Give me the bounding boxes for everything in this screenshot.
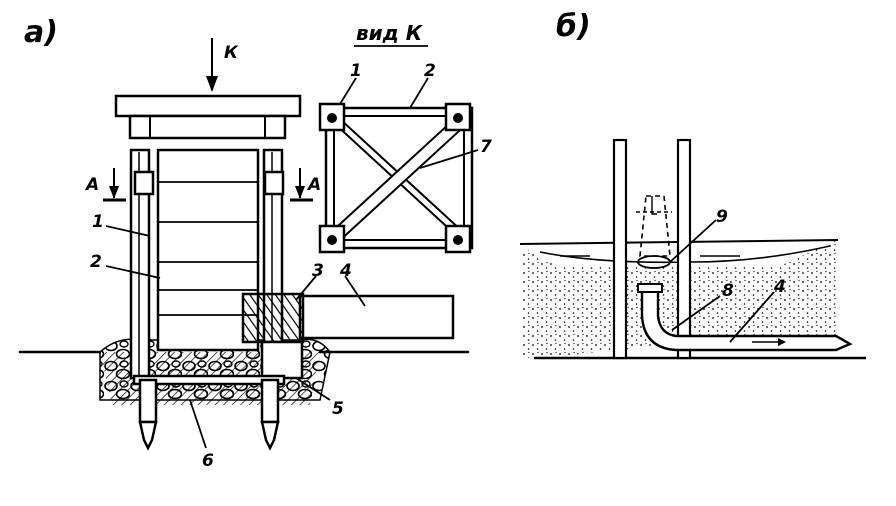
callout-view-2: 2 — [424, 61, 436, 81]
clamp-right — [263, 170, 285, 196]
clamp-left — [133, 170, 155, 196]
panel-b-label: б) — [556, 9, 591, 44]
callout-b-4: 4 — [773, 277, 786, 297]
bent-pipe — [640, 288, 853, 352]
wrapped-coupling — [241, 292, 305, 344]
section-label-left: А — [84, 175, 99, 195]
post-b-left — [612, 138, 628, 360]
pipe-collar — [637, 283, 663, 293]
pipe-4 — [298, 294, 455, 340]
callout-a-6: 6 — [202, 451, 214, 471]
callout-view-1: 1 — [350, 61, 362, 81]
arrow-k-head — [206, 76, 218, 92]
arrow-k-label: К — [224, 43, 239, 63]
section-label-right: А — [306, 175, 321, 195]
callout-b-8: 8 — [722, 281, 734, 301]
panel-a-label: а) — [24, 15, 58, 50]
callout-a-4: 4 — [339, 261, 352, 281]
top-plate-lower — [128, 114, 287, 140]
bottom-block — [260, 340, 304, 380]
top-plate — [114, 94, 302, 118]
callout-b-9: 9 — [716, 207, 728, 227]
callout-a-3: 3 — [312, 261, 324, 281]
anchor-right — [260, 378, 280, 424]
base-gravel — [168, 384, 258, 398]
panel-a: а) К А — [18, 15, 470, 471]
funnel-dashed — [639, 195, 671, 257]
callout-a-1: 1 — [92, 212, 104, 232]
callout-a-5: 5 — [332, 399, 344, 419]
view-k: вид К 1 2 7 — [318, 21, 492, 254]
panel-b: б) 9 8 4 — [519, 9, 866, 360]
callout-view-7: 7 — [480, 137, 492, 157]
view-k-title: вид К — [356, 21, 424, 45]
callout-a-2: 2 — [90, 252, 102, 272]
well-body — [156, 148, 260, 352]
anchor-left — [138, 378, 158, 424]
